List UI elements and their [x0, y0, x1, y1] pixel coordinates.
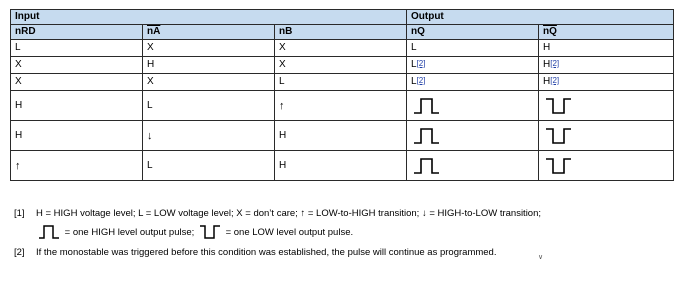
column-header-nq-bar-label: nQ: [543, 26, 557, 37]
table-row: X H X L[2] H[2]: [10, 56, 675, 74]
table-cell: H: [10, 90, 143, 121]
table-cell: L: [142, 150, 275, 181]
column-header-nq: nQ: [406, 24, 539, 40]
footnote-ref-link[interactable]: [2]: [550, 59, 560, 68]
column-header-na-label: nA: [147, 26, 161, 37]
table-cell: L: [406, 39, 539, 57]
output-group-header: Output: [405, 9, 675, 25]
column-header-nb: nB: [274, 24, 407, 40]
table-row: X X L L[2] H[2]: [10, 73, 675, 91]
negative-pulse-icon: [546, 127, 571, 144]
table-cell: L[2]: [406, 73, 539, 91]
table-cell: H: [10, 120, 143, 151]
table-row: H L ↑: [10, 90, 675, 121]
table-cell: X: [274, 56, 407, 74]
cell-value: L: [411, 59, 417, 70]
group-header-row: Input Output: [10, 9, 675, 25]
truth-table: Input Output nRD nA nB nQ nQ L X X L H X…: [10, 9, 675, 181]
table-row: L X X L H: [10, 39, 675, 57]
table-cell: L: [274, 73, 407, 91]
pulse-legend: = one HIGH level output pulse; = one LOW…: [36, 222, 353, 244]
table-cell: H[2]: [537, 73, 675, 91]
table-cell: L: [10, 39, 143, 57]
table-notes: [1] H = HIGH voltage level; L = LOW volt…: [14, 206, 674, 262]
positive-pulse-icon: [39, 225, 59, 240]
column-header-row: nRD nA nB nQ nQ: [10, 24, 675, 40]
table-cell: X: [10, 73, 143, 91]
table-cell: H: [537, 39, 675, 57]
table-cell: H: [142, 56, 275, 74]
negative-pulse-icon: [546, 157, 571, 174]
note-number: [1]: [14, 208, 25, 219]
table-cell: [537, 120, 675, 151]
note-text: If the monostable was triggered before t…: [36, 247, 497, 258]
note-number: [2]: [14, 247, 25, 258]
footnote-ref-link[interactable]: [2]: [416, 76, 426, 85]
table-cell: [537, 150, 675, 181]
table-cell: [406, 150, 539, 181]
table-cell: X: [142, 73, 275, 91]
table-row: H ↓ H: [10, 120, 675, 151]
footnote-ref-link[interactable]: [2]: [416, 59, 426, 68]
cell-value: L: [411, 76, 417, 87]
cell-value: H: [543, 76, 551, 87]
table-cell: H: [274, 150, 407, 181]
table-cell: X: [10, 56, 143, 74]
table-cell: L: [142, 90, 275, 121]
table-cell: H: [274, 120, 407, 151]
column-header-nq-bar: nQ: [537, 24, 675, 40]
low-pulse-legend-text: = one LOW level output pulse.: [225, 227, 354, 238]
positive-pulse-icon: [414, 157, 439, 174]
input-group-header: Input: [10, 9, 407, 25]
positive-pulse-icon: [414, 127, 439, 144]
table-cell: H[2]: [537, 56, 675, 74]
column-header-na: nA: [142, 24, 275, 40]
table-cell: ↑: [10, 150, 143, 181]
table-cell: X: [274, 39, 407, 57]
column-header-nrd: nRD: [10, 24, 143, 40]
high-pulse-legend-text: = one HIGH level output pulse;: [64, 227, 195, 238]
table-cell: [537, 90, 675, 121]
cell-value: H: [543, 59, 551, 70]
table-row: ↑ L H: [10, 150, 675, 181]
table-cell: [406, 90, 539, 121]
negative-pulse-icon: [546, 97, 571, 114]
table-cell: X: [142, 39, 275, 57]
positive-pulse-icon: [414, 97, 439, 114]
note-1: [1] H = HIGH voltage level; L = LOW volt…: [14, 206, 674, 222]
table-cell: ↑: [274, 90, 407, 121]
note-text-clip: If the monostable was triggered before t…: [14, 244, 537, 262]
table-cell: [406, 120, 539, 151]
note-text: H = HIGH voltage level; L = LOW voltage …: [36, 208, 542, 219]
table-cell: L[2]: [406, 56, 539, 74]
note-2: [2] If the monostable was triggered befo…: [14, 244, 674, 262]
footnote-ref-link[interactable]: [2]: [550, 76, 560, 85]
negative-pulse-icon: [199, 225, 220, 240]
table-cell: ↓: [142, 120, 275, 151]
note-1-pulse-legend: = one HIGH level output pulse; = one LOW…: [14, 222, 674, 244]
chevron-down-icon: ∨: [538, 254, 544, 261]
